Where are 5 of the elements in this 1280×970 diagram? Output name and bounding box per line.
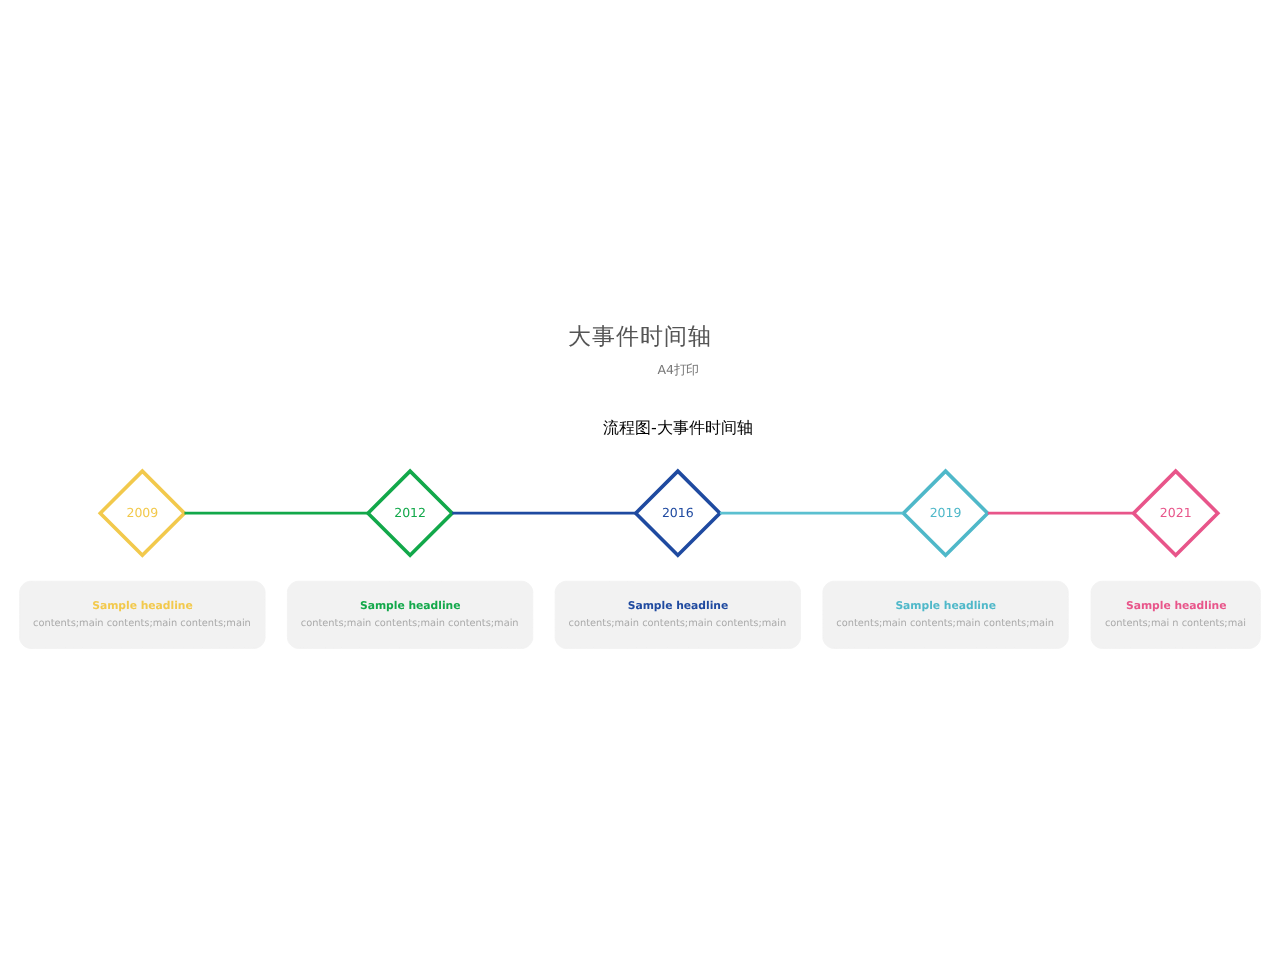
connector xyxy=(452,511,636,515)
diagram-title: 大事件时间轴 xyxy=(568,321,712,350)
connector xyxy=(184,511,368,515)
connector xyxy=(987,511,1134,515)
connector xyxy=(719,511,904,515)
